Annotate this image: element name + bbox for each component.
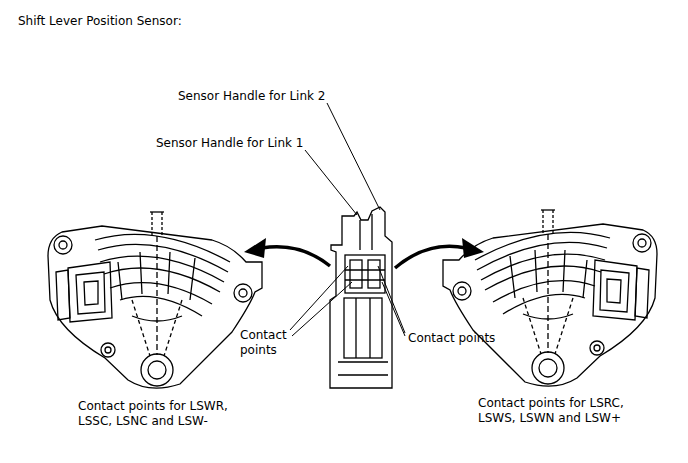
part-label: Contact points for LSRC, LSWS, LSWN and … xyxy=(478,396,646,426)
part-label: Sensor Handle for Link 1 xyxy=(156,136,356,151)
part-label: Contact points for LSWR, LSSC, LSNC and … xyxy=(78,399,246,429)
part-label: Contact points xyxy=(408,331,548,346)
part-label: Sensor Handle for Link 2 xyxy=(178,89,378,104)
figure-title: Shift Lever Position Sensor: xyxy=(18,14,278,29)
part-label: Contact points xyxy=(240,328,298,358)
